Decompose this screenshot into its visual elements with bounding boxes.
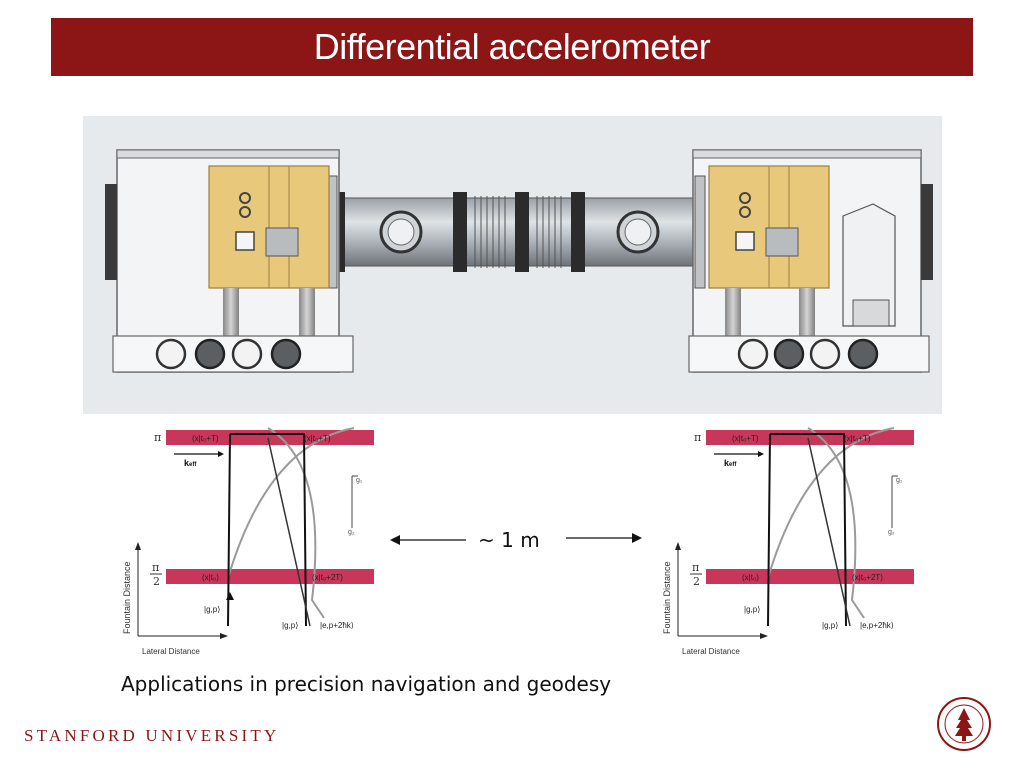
state-mid: |g,p⟩ xyxy=(822,621,838,630)
xlabel: Lateral Distance xyxy=(142,647,200,656)
state-left: |g,p⟩ xyxy=(204,605,220,614)
title-bar: Differential accelerometer xyxy=(51,18,973,76)
beam-bottom xyxy=(706,569,914,584)
stanford-seal-icon xyxy=(937,697,991,751)
label-bottom-right: (x|t₀+2T) xyxy=(312,573,343,582)
pi-label: π xyxy=(154,431,161,444)
separation-arrows xyxy=(390,533,642,545)
xlabel: Lateral Distance xyxy=(682,647,740,656)
state-right: |e,p+2ħk⟩ xyxy=(860,621,894,630)
path-black-b xyxy=(770,433,847,627)
path-black-b xyxy=(230,433,307,627)
label-top-left: (x|t₀+T) xyxy=(192,434,219,443)
state-left: |g,p⟩ xyxy=(744,605,760,614)
pi-label: π xyxy=(694,431,701,444)
label-top-left: (x|t₀+T) xyxy=(732,434,759,443)
path-black-a xyxy=(767,433,771,627)
half-pi-denominator: 2 xyxy=(693,575,700,588)
path-black-c xyxy=(267,437,311,627)
label-top-right: (x|t₀+T) xyxy=(304,434,331,443)
slide-caption: Applications in precision navigation and… xyxy=(121,672,612,696)
apparatus-drawing xyxy=(83,116,942,414)
state-mid: |g,p⟩ xyxy=(282,621,298,630)
left-chamber xyxy=(105,149,354,373)
g-down-label: g₂ xyxy=(348,529,355,536)
path-black-c xyxy=(807,437,851,627)
beam-top xyxy=(706,430,914,445)
left-arrow-head xyxy=(390,535,400,545)
path-grey-a xyxy=(227,427,355,579)
half-pi-numerator: π xyxy=(152,561,159,574)
label-bottom-right: (x|t₀+2T) xyxy=(852,573,883,582)
path-black-a xyxy=(227,433,231,627)
keff-label: keff xyxy=(724,458,737,468)
path-grey-a xyxy=(767,427,895,579)
g-down-label: g₂ xyxy=(888,529,895,536)
state-right: |e,p+2ħk⟩ xyxy=(320,621,354,630)
vacuum-tube xyxy=(333,192,709,272)
path-grey-b xyxy=(807,427,865,619)
label-bottom-left: (x|t₀) xyxy=(202,573,219,582)
half-pi-numerator: π xyxy=(692,561,699,574)
right-chamber xyxy=(688,149,933,373)
beam-bottom xyxy=(166,569,374,584)
g-up-label: g₁ xyxy=(356,477,363,484)
fountain-diagram-right: π π 2 keff (x|t₀+T) (x|t₀+T) (x|t₀) (x|t… xyxy=(662,427,914,656)
separation-label: ~ 1 m xyxy=(478,528,540,552)
fountain-diagram-left: π π 2 keff (x|t₀+T) (x|t₀+T) (x|t₀) (x|t… xyxy=(122,427,374,656)
half-pi-denominator: 2 xyxy=(153,575,160,588)
label-bottom-left: (x|t₀) xyxy=(742,573,759,582)
beam-top xyxy=(166,430,374,445)
stanford-wordmark: STANFORD UNIVERSITY xyxy=(24,726,280,745)
slide-title: Differential accelerometer xyxy=(313,26,711,67)
label-top-right: (x|t₀+T) xyxy=(844,434,871,443)
ylabel: Fountain Distance xyxy=(122,561,132,634)
ylabel: Fountain Distance xyxy=(662,561,672,634)
right-arrow-head xyxy=(632,533,642,543)
keff-label: keff xyxy=(184,458,197,468)
path-grey-b xyxy=(267,427,325,619)
g-up-label: g₁ xyxy=(896,477,903,484)
